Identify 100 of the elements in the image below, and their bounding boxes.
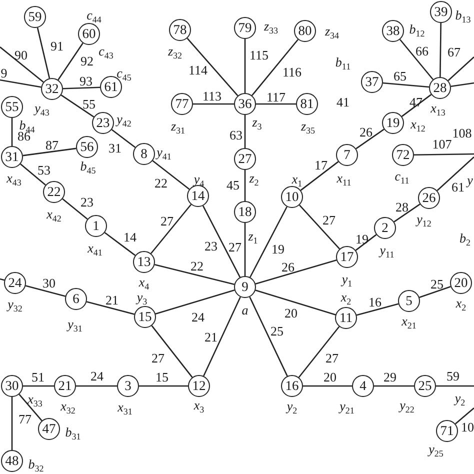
vertex-circle: 81 xyxy=(296,93,318,115)
vertex-label: x$_{42}$ xyxy=(46,208,62,220)
vertex-label: x$_{32}$ xyxy=(60,400,76,412)
edge-label: 9 xyxy=(0,66,8,80)
vertex-label: y$_{11}$ xyxy=(380,244,394,256)
vertex-label: y$_{25}$ xyxy=(428,442,444,456)
vertex-circle: 55 xyxy=(1,96,23,118)
edge-line xyxy=(139,385,188,387)
edge-label: 45 xyxy=(226,178,240,192)
vertex-circle: 5 xyxy=(398,290,420,312)
vertex-circle: 38 xyxy=(382,20,404,42)
edge-label: 91 xyxy=(50,40,64,52)
vertex-circle: 77 xyxy=(171,93,193,115)
edge-label: 53 xyxy=(38,164,50,176)
vertex-label: b$_{13}$ xyxy=(455,8,471,22)
vertex-label: c$_{11}$ xyxy=(394,170,410,182)
vertex-circle: 17 xyxy=(336,246,358,268)
vertex-circle: 24 xyxy=(4,272,26,294)
vertex-label: y$_{21}$ xyxy=(340,400,354,412)
vertex-circle: 10 xyxy=(281,186,303,208)
edge-line xyxy=(11,118,13,146)
edge-line xyxy=(255,259,337,285)
edge-label: 27 xyxy=(152,352,164,364)
edge-line xyxy=(356,303,399,316)
vertex-circle: 79 xyxy=(234,17,256,39)
edge-line xyxy=(303,385,352,387)
edge-label: 10 xyxy=(461,420,474,434)
edge-label: 27 xyxy=(160,214,174,228)
vertex-circle: 23 xyxy=(92,112,114,134)
edge-line xyxy=(394,204,420,222)
edge-line xyxy=(356,128,384,150)
edge-label: 113 xyxy=(202,90,222,102)
edge-line xyxy=(62,198,88,220)
edge-label: 24 xyxy=(90,370,104,382)
edge-line xyxy=(249,296,288,376)
vertex-label: b$_{45}$ xyxy=(80,160,96,172)
edge-line xyxy=(20,164,46,186)
edge-line xyxy=(256,103,296,105)
vertex-circle: 28 xyxy=(429,77,451,99)
vertex-label: z$_{34}$ xyxy=(324,24,340,38)
edge-label: 47 xyxy=(410,96,422,108)
vertex-label: x$_{21}$ xyxy=(402,314,416,328)
vertex-circle: 15 xyxy=(134,306,156,328)
vertex-label: x$_{13}$ xyxy=(430,102,446,114)
edge-label: 19 xyxy=(272,242,284,256)
vertex-label: x$_{33}$ xyxy=(28,392,42,406)
vertex-circle: 22 xyxy=(43,181,65,203)
edge-label: 20 xyxy=(284,306,298,320)
vertex-label: x$_{41}$ xyxy=(88,242,102,254)
vertex-label: b$_{31}$ xyxy=(65,426,81,438)
vertex-circle: 13 xyxy=(133,251,155,273)
vertex-circle: 2 xyxy=(374,217,396,239)
edge-line xyxy=(60,94,94,118)
edge-label: 114 xyxy=(188,64,208,76)
vertex-circle: 1 xyxy=(85,215,107,237)
edge-line xyxy=(436,385,474,387)
edge-line xyxy=(382,82,430,88)
vertex-label: z$_{1}$ xyxy=(248,230,258,242)
vertex-label: y$_{42}$ xyxy=(116,112,132,126)
vertex-label: b$_{11}$ xyxy=(335,56,351,68)
vertex-label: x$_{2}$ xyxy=(456,296,466,310)
edge-line xyxy=(244,223,246,276)
weight-label: 108 xyxy=(452,126,472,140)
edge-label: 93 xyxy=(80,74,92,88)
edge-label: 22 xyxy=(154,176,168,190)
edge-line xyxy=(300,161,339,191)
edge-label: 61 xyxy=(452,180,464,194)
vertex-circle: 36 xyxy=(234,93,256,115)
edge-label: 67 xyxy=(448,46,460,58)
edge-line xyxy=(244,39,246,93)
edge-line xyxy=(298,204,340,250)
vertex-circle: 16 xyxy=(281,375,303,397)
edge-label: 92 xyxy=(80,54,94,68)
edge-label: 30 xyxy=(42,276,56,290)
vertex-circle: 8 xyxy=(133,143,155,165)
vertex-label: x$_{43}$ xyxy=(6,172,22,184)
vertex-label: x$_{2}$ xyxy=(340,290,352,304)
vertex-label: y$_{31}$ xyxy=(68,318,82,330)
edge-label: 26 xyxy=(282,260,294,274)
edge-label: 27 xyxy=(326,352,338,364)
edge-line xyxy=(11,397,13,450)
vertex-label: z$_{33}$ xyxy=(264,20,278,32)
vertex-circle: 47 xyxy=(38,418,60,440)
edge-line xyxy=(298,326,340,378)
vertex-circle: 12 xyxy=(188,375,210,397)
vertex-circle: 26 xyxy=(418,187,440,209)
vertex-label: y$_{22}$ xyxy=(400,398,414,412)
edge-label: 21 xyxy=(204,330,218,344)
vertex-label: c$_{43}$ xyxy=(98,44,114,58)
edge-line xyxy=(58,42,84,80)
vertex-circle: 18 xyxy=(234,201,256,223)
vertex-label: y$_{32}$ xyxy=(8,298,22,310)
edge-label: 31 xyxy=(108,142,122,154)
vertex-label: x$_{31}$ xyxy=(118,400,132,414)
edge-line xyxy=(86,301,135,315)
edge-line xyxy=(155,290,235,314)
vertex-circle: 30 xyxy=(1,375,23,397)
edge-label: 65 xyxy=(394,70,406,82)
edge-line xyxy=(414,153,474,156)
edge-line xyxy=(151,325,193,378)
